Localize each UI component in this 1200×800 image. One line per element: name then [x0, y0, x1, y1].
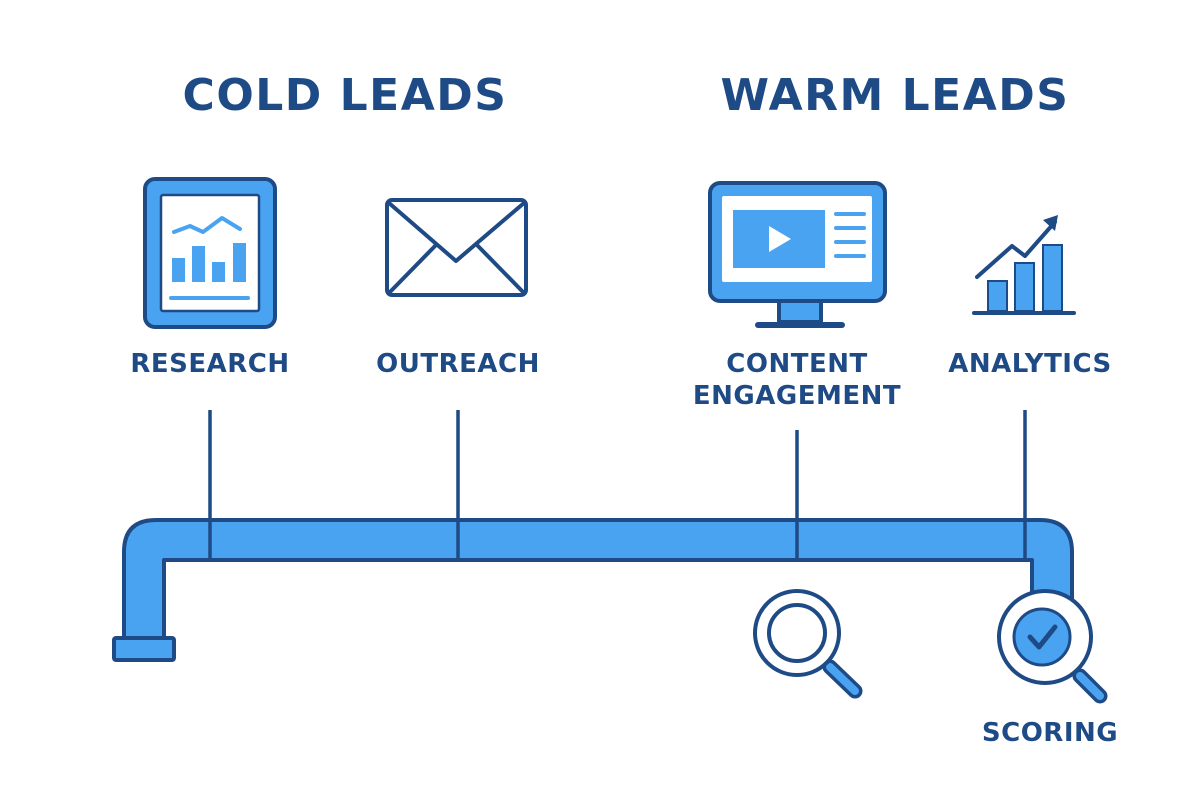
magnifier-check-icon [997, 589, 1108, 704]
video-monitor-icon [708, 181, 887, 328]
envelope-icon [385, 198, 528, 297]
report-chart-icon [143, 177, 277, 329]
stage-label-analytics: ANALYTICS [948, 349, 1112, 379]
magnifier-icon [753, 589, 863, 699]
stage-label-content-engagement: CONTENT ENGAGEMENT [693, 348, 901, 412]
stage-label-outreach: OUTREACH [376, 349, 540, 379]
stage-label-content-line1: CONTENT [726, 349, 868, 379]
stage-label-research: RESEARCH [130, 349, 290, 379]
cold-leads-heading: COLD LEADS [182, 70, 508, 121]
stage-label-scoring: SCORING [981, 718, 1119, 748]
warm-leads-heading: WARM LEADS [720, 70, 1070, 121]
growth-chart-icon [972, 215, 1076, 315]
pipeline [112, 518, 1074, 662]
stage-label-content-line2: ENGAGEMENT [692, 381, 902, 411]
